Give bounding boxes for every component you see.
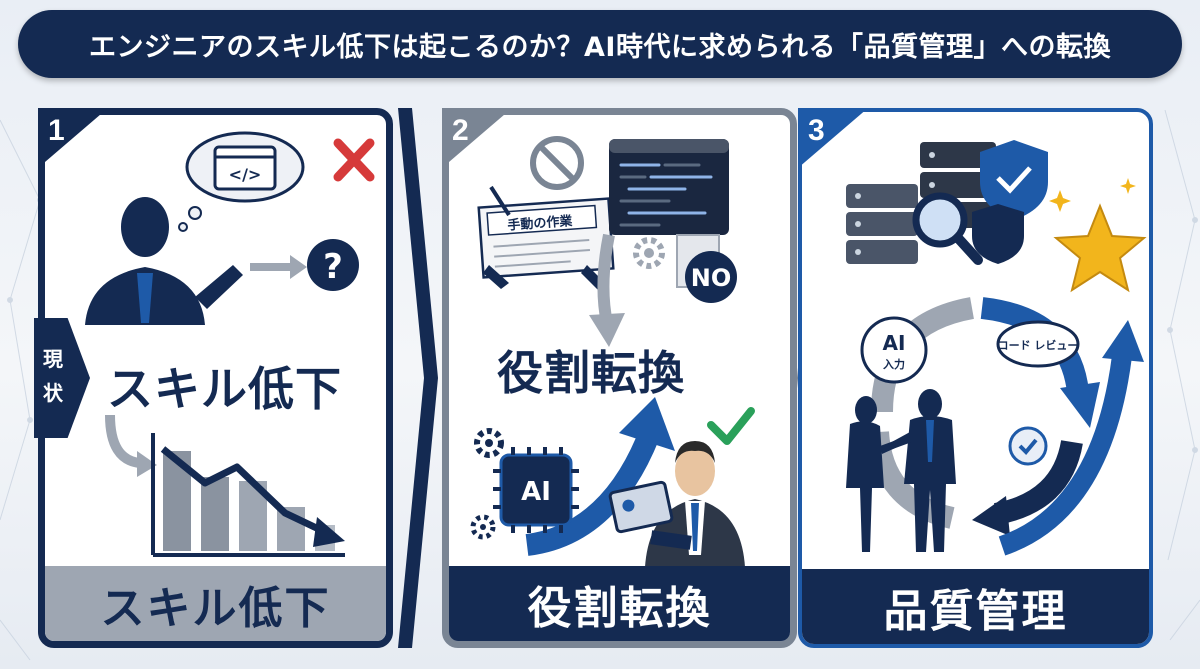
- prohibited-icon: [530, 136, 584, 190]
- skill-decline-label: スキル低下: [107, 362, 342, 416]
- panel1-number: 1: [48, 114, 65, 147]
- gear-icon: [474, 428, 504, 458]
- gear-icon: [470, 514, 496, 540]
- svg-text:入力: 入力: [883, 357, 905, 371]
- shield-icon: [972, 140, 1048, 264]
- svg-text:コード レビュー: コード レビュー: [998, 338, 1079, 352]
- gear-icon: [633, 237, 665, 269]
- code-window-icon: [609, 139, 729, 235]
- page-title: エンジニアのスキル低下は起こるのか？AI時代に求められる「品質管理」への転換: [18, 10, 1182, 78]
- ai-chip-icon: AI: [493, 447, 579, 533]
- panel3-number: 3: [808, 114, 825, 147]
- chevron-right-icon: [398, 108, 438, 648]
- svg-text:?: ?: [323, 247, 343, 287]
- panel1-illustration: </> ?: [85, 131, 375, 557]
- check-icon: [707, 407, 755, 445]
- panel2-number: 2: [452, 114, 469, 147]
- role-shift-label: 役割転換: [497, 346, 685, 400]
- person-silhouette-icon: [85, 197, 243, 325]
- panel3-footer: 品質管理: [802, 569, 1149, 644]
- svg-text:NO: NO: [691, 264, 732, 292]
- down-arrow-icon: [597, 233, 615, 325]
- panel2-illustration: 手動の作業: [470, 136, 755, 567]
- svg-text:手動の作業: 手動の作業: [507, 213, 574, 234]
- svg-text:AI: AI: [521, 477, 551, 507]
- magnifier-icon: [912, 192, 983, 265]
- manual-work-paper-icon: 手動の作業: [477, 185, 615, 291]
- panel3-illustration: AI 入力 コード レビュー: [846, 140, 1147, 556]
- curved-arrow-icon: [105, 414, 141, 468]
- ai-input-bubble: AI 入力: [860, 316, 928, 384]
- panel1-footer: スキル低下: [45, 566, 386, 641]
- star-icon: [1049, 178, 1147, 293]
- declining-chart-icon: [151, 433, 345, 557]
- businessman-icon: [608, 441, 745, 567]
- panel-quality-management: AI 入力 コード レビュー: [798, 108, 1153, 648]
- thought-cloud-icon: </>: [178, 131, 305, 232]
- panel-role-shift: 手動の作業: [442, 108, 797, 648]
- panel-skill-decline: </> ?: [38, 108, 393, 648]
- cross-icon: [333, 138, 375, 182]
- man-silhouette-icon: [888, 389, 956, 552]
- svg-text:AI: AI: [883, 331, 906, 355]
- code-icon: </>: [229, 165, 262, 184]
- panel2-footer: 役割転換: [449, 566, 790, 641]
- up-arrow-icon: [525, 430, 660, 556]
- arrow-right-icon: [250, 255, 307, 279]
- code-review-bubble: コード レビュー: [996, 320, 1080, 368]
- question-icon: ?: [307, 239, 359, 291]
- check-shield-icon: [1008, 426, 1048, 466]
- no-badge: NO: [685, 251, 737, 303]
